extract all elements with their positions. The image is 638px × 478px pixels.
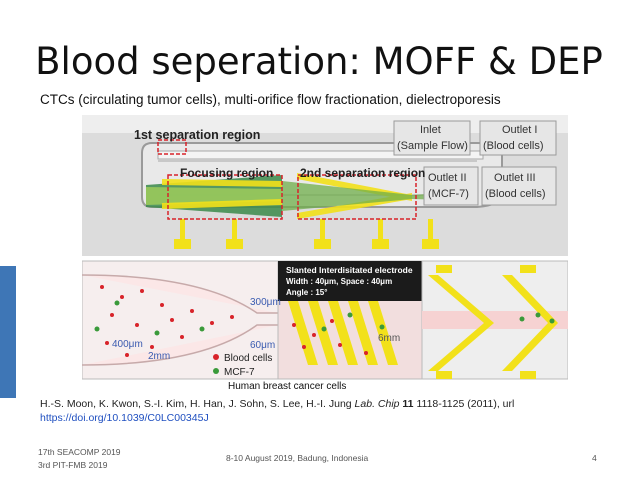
- slide-subtitle: CTCs (circulating tumor cells), multi-or…: [40, 92, 501, 107]
- accent-bar: [0, 266, 16, 398]
- inlet-label: Inlet: [420, 124, 441, 136]
- citation-pages: 1118-1125 (2011), url: [413, 398, 515, 410]
- second-region-label: 2nd separation region: [300, 166, 425, 180]
- focusing-region-box: [167, 174, 283, 220]
- electrode-title: Slanted Interdisitated electrode: [286, 265, 413, 275]
- legend-mcf7-marker: [213, 368, 219, 374]
- figure-caption: Human breast cancer cells: [228, 381, 346, 392]
- orifice-mcf7-cells: [94, 300, 205, 336]
- outlet1-label: Outlet I: [502, 124, 537, 136]
- page-number: 4: [592, 453, 597, 463]
- dim-60-label: 60μm: [250, 340, 275, 351]
- first-region-box: [157, 139, 187, 155]
- legend-mcf7-label: MCF-7: [224, 367, 255, 378]
- dim-2mm-label: 2mm: [148, 351, 170, 362]
- citation-journal: Lab. Chip: [354, 398, 400, 410]
- slide-title: Blood seperation: MOFF & DEP: [35, 40, 603, 83]
- footer-conference-line2: 3rd PIT-FMB 2019: [38, 460, 108, 470]
- electrode-pads: [174, 219, 439, 249]
- citation-authors: H.-S. Moon, K. Kwon, S.-I. Kim, H. Han, …: [40, 398, 355, 410]
- footer-conference-line1: 17th SEACOMP 2019: [38, 447, 121, 457]
- focusing-electrodes: [162, 179, 282, 209]
- moff-dep-device-figure: 1st separation region Inlet (Sample Flow…: [82, 115, 568, 392]
- electrode-angle: Angle : 15°: [286, 288, 327, 297]
- electrode-width: Width : 40μm, Space : 40μm: [286, 277, 392, 286]
- citation: H.-S. Moon, K. Kwon, S.-I. Kim, H. Han, …: [40, 398, 514, 410]
- inlet-callout: [393, 120, 471, 156]
- outlet2-callout: [423, 166, 479, 206]
- doi-link[interactable]: https://doi.org/10.1039/C0LC00345J: [40, 412, 209, 424]
- outlet1-callout: [479, 120, 557, 156]
- outlet1-sub-label: (Blood cells): [483, 140, 544, 152]
- outlet3-label: Outlet III: [494, 172, 536, 184]
- citation-volume: 11: [402, 398, 414, 410]
- dim-400-label: 400μm: [112, 339, 143, 350]
- outlet3-sub-label: (Blood cells): [485, 188, 546, 200]
- legend-blood-marker: [213, 354, 219, 360]
- footer-date-location: 8-10 August 2019, Badung, Indonesia: [226, 453, 369, 463]
- focusing-label: Focusing region: [180, 166, 273, 180]
- inlet-sub-label: (Sample Flow): [397, 140, 468, 152]
- first-region-label: 1st separation region: [134, 128, 260, 142]
- outlet2-label: Outlet II: [428, 172, 467, 184]
- dim-300-label: 300μm: [250, 297, 281, 308]
- orifice-blood-cells: [100, 285, 234, 357]
- slanted-electrodes: [288, 301, 398, 365]
- outlet2-sub-label: (MCF-7): [428, 188, 469, 200]
- dim-6mm-label: 6mm: [378, 333, 400, 344]
- x-electrodes: [428, 265, 558, 379]
- outlet3-callout: [481, 166, 557, 206]
- second-region-box: [297, 174, 417, 220]
- legend-blood-label: Blood cells: [224, 353, 272, 364]
